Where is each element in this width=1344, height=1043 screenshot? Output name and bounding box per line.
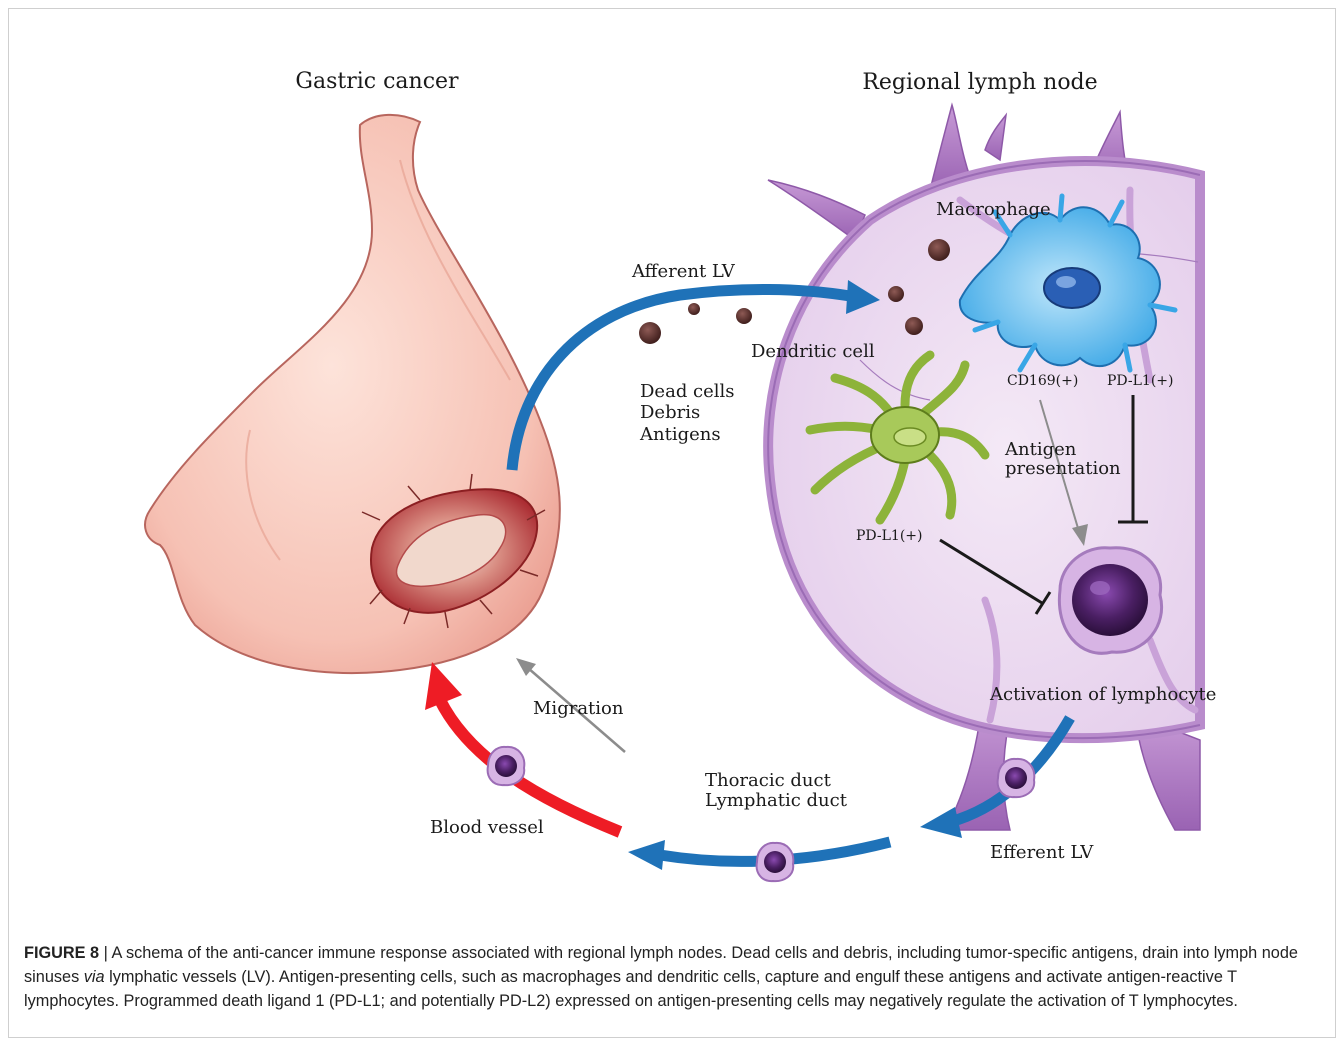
immune-response-diagram: Gastric cancer Regional lymph node Affer…: [0, 0, 1344, 890]
activated-lymphocyte: [1059, 548, 1161, 654]
caption-text-2: lymphatic vessels (LV). Antigen-presenti…: [24, 968, 1238, 1010]
caption-separator: |: [99, 944, 111, 962]
blood-vessel-label: Blood vessel: [430, 817, 544, 838]
figure-number: FIGURE 8: [24, 944, 99, 962]
blood-vessel-arrow: [425, 662, 620, 832]
afferent-lv-label: Afferent LV: [631, 261, 736, 282]
thoracic-duct-label: Thoracic duct: [705, 770, 832, 791]
presentation-label: presentation: [1005, 458, 1121, 479]
pdl1-macrophage-label: PD-L1(+): [1107, 373, 1174, 389]
figure-caption: FIGURE 8 | A schema of the anti-cancer i…: [24, 941, 1324, 1013]
caption-via: via: [84, 968, 105, 986]
dead-cells-label: Dead cells: [640, 381, 735, 402]
antigen-label: Antigen: [1004, 439, 1077, 460]
efferent-lv-label: Efferent LV: [990, 842, 1094, 863]
activation-label: Activation of lymphocyte: [989, 684, 1216, 705]
lymphatic-duct-label: Lymphatic duct: [705, 790, 848, 811]
gastric-cancer-title: Gastric cancer: [295, 69, 459, 94]
migration-label: Migration: [533, 698, 624, 719]
antigens-label: Antigens: [639, 424, 721, 445]
dendritic-cell-label: Dendritic cell: [751, 341, 875, 362]
macrophage-label: Macrophage: [936, 199, 1051, 220]
debris-label: Debris: [640, 402, 700, 423]
lymph-node-title: Regional lymph node: [862, 70, 1097, 95]
pdl1-dendritic-label: PD-L1(+): [856, 528, 923, 544]
stomach: [145, 115, 560, 673]
cd169-label: CD169(+): [1007, 373, 1078, 389]
